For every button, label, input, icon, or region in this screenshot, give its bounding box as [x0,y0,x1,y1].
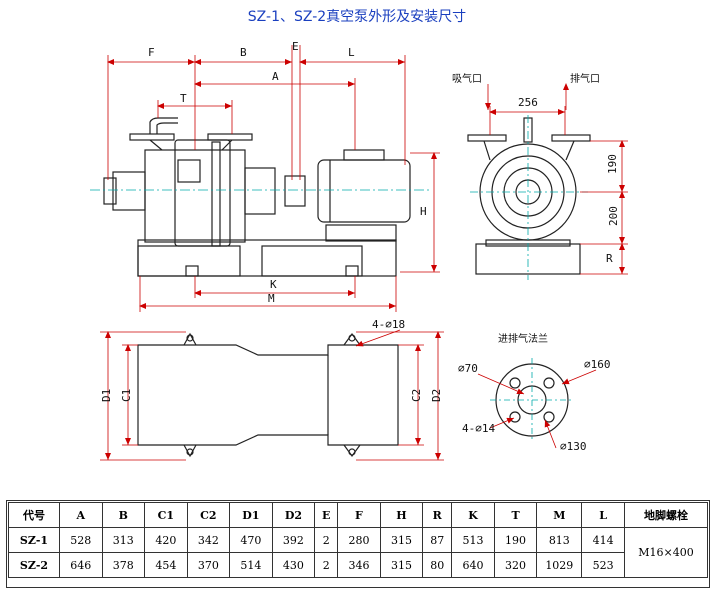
dim-label-190: 190 [606,154,619,174]
cell: 523 [581,552,625,578]
header-E: E [314,502,339,528]
cell: 646 [59,552,103,578]
header-C2: C2 [186,502,231,528]
dim-label-D1: D1 [100,389,113,402]
table-row: SZ-1 528 313 420 342 470 392 2 280 315 8… [8,527,708,578]
cell: 315 [379,527,424,553]
header-A: A [59,502,103,528]
flange-dimensions [477,369,597,449]
dim-label-200: 200 [607,206,620,226]
inlet-label: 吸气口 [452,72,482,85]
cell: 2 [314,552,339,578]
cell: 640 [451,552,495,578]
header-T: T [493,502,538,528]
flange-title: 进排气法兰 [498,332,548,345]
technical-drawing: F B E L A T H K M 吸气口 排气口 256 190 200 [90,40,628,461]
dim-label-C2: C2 [410,389,423,402]
dim-label-F: F [148,46,155,59]
table-row: SZ-2 646 378 454 370 514 430 2 346 315 8… [8,552,708,578]
cell: 1029 [536,552,583,578]
cell: 80 [422,552,453,578]
header-M: M [536,502,583,528]
side-view-dimensions [107,45,440,312]
cell: 87 [422,527,453,553]
header-B: B [101,502,146,528]
header-D2: D2 [271,502,316,528]
cell: 528 [59,527,103,553]
header-C1: C1 [144,502,188,528]
table-frame [6,500,710,588]
dim-label-d160: ∅160 [584,358,611,371]
cell: 454 [144,552,188,578]
row-code: SZ-2 [8,552,60,578]
cell: 315 [379,552,424,578]
header-H: H [379,502,424,528]
header-R: R [422,502,453,528]
cell: 313 [101,527,146,553]
cell: 420 [144,527,188,553]
end-view [467,117,591,275]
cell: 414 [581,527,625,553]
side-view [103,117,411,277]
header-F: F [337,502,381,528]
cell: 346 [337,552,381,578]
outlet-label: 排气口 [570,72,600,85]
plan-view [137,332,399,458]
dim-label-C1: C1 [120,389,133,402]
dim-label-K: K [270,278,277,291]
header-K: K [451,502,495,528]
cell: 430 [271,552,316,578]
dim-label-B: B [240,46,247,59]
dim-label-256: 256 [518,96,538,109]
dim-label-H: H [420,205,427,218]
page-title: SZ-1、SZ-2真空泵外形及安装尺寸 [247,9,467,25]
dim-label-T: T [180,92,187,105]
plan-view-dimensions [100,329,444,461]
dim-label-A: A [272,70,279,83]
cell: 2 [314,527,339,553]
cell: 392 [271,527,316,553]
cell: 342 [186,527,231,553]
header-L: L [581,502,625,528]
dim-label-R: R [606,252,613,265]
cell: 320 [493,552,538,578]
cell: 190 [493,527,538,553]
cell: 470 [229,527,273,553]
table-header-row: 代号 A B C1 C2 D1 D2 E F H R K T M L 地脚螺栓 [8,502,708,528]
bolt-holes-label: 4-∅18 [372,318,405,331]
flange-holes-label: 4-∅14 [462,422,495,435]
dim-label-M: M [268,292,275,305]
dim-label-D2: D2 [430,389,443,402]
cell: 370 [186,552,231,578]
dim-label-d70: ∅70 [458,362,478,375]
row-code: SZ-1 [8,527,60,553]
cell: 378 [101,552,146,578]
header-D1: D1 [229,502,273,528]
bolt-spec-cell: M16×400 [624,527,708,578]
dim-label-E: E [292,40,299,53]
header-code: 代号 [8,502,60,528]
cell: 513 [451,527,495,553]
end-view-dimensions [485,83,628,275]
header-bolts: 地脚螺栓 [624,502,708,528]
cell: 280 [337,527,381,553]
dim-label-L: L [348,46,355,59]
dimension-table: 代号 A B C1 C2 D1 D2 E F H R K T M L 地脚螺栓 … [8,502,708,578]
cell: 514 [229,552,273,578]
dim-label-d130: ∅130 [560,440,587,453]
cell: 813 [536,527,583,553]
